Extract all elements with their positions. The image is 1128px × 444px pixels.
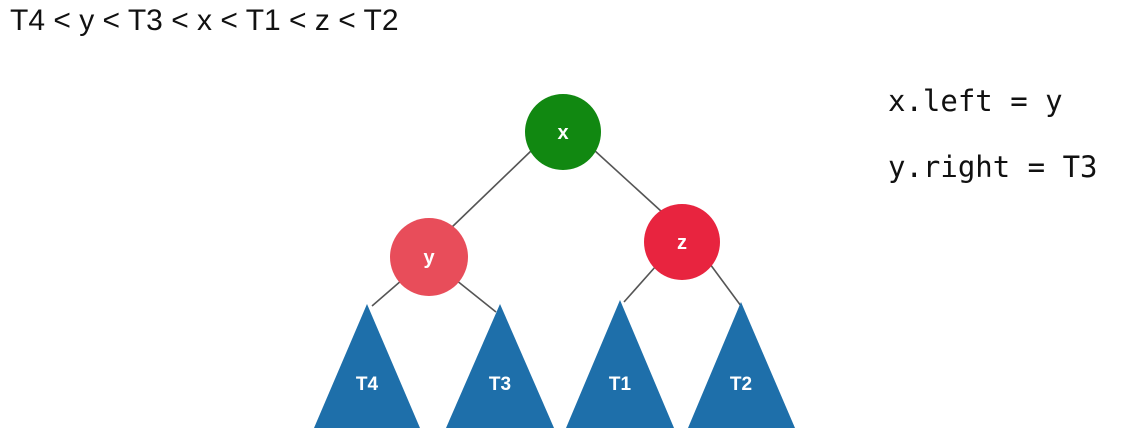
ordering-expression: T4 < y < T3 < x < T1 < z < T2 — [10, 4, 399, 37]
edge-y-t4 — [371, 279, 403, 307]
node-y: y — [390, 218, 468, 296]
edge-x-y — [450, 149, 533, 229]
edge-z-t2 — [709, 263, 742, 307]
subtree-t2: T2 — [688, 302, 795, 428]
subtree-t1: T1 — [566, 300, 674, 428]
subtree-t1-label: T1 — [609, 374, 632, 395]
subtree-t4: T4 — [314, 304, 420, 428]
code-line-x-left: x.left = y — [888, 84, 1063, 118]
node-x: x — [525, 94, 601, 170]
subtree-t2-label: T2 — [730, 374, 752, 395]
edge-y-t3 — [455, 279, 497, 313]
node-x-label: x — [557, 122, 568, 144]
node-y-label: y — [423, 247, 435, 269]
node-z: z — [644, 204, 720, 280]
code-line-y-right: y.right = T3 — [888, 150, 1098, 184]
subtree-t3-label: T3 — [489, 374, 511, 395]
edge-z-t1 — [623, 265, 657, 303]
edge-x-z — [593, 149, 663, 213]
node-z-label: z — [677, 232, 687, 254]
subtree-t3: T3 — [446, 304, 554, 428]
subtree-t4-label: T4 — [356, 374, 379, 395]
tree-edges — [371, 149, 742, 313]
